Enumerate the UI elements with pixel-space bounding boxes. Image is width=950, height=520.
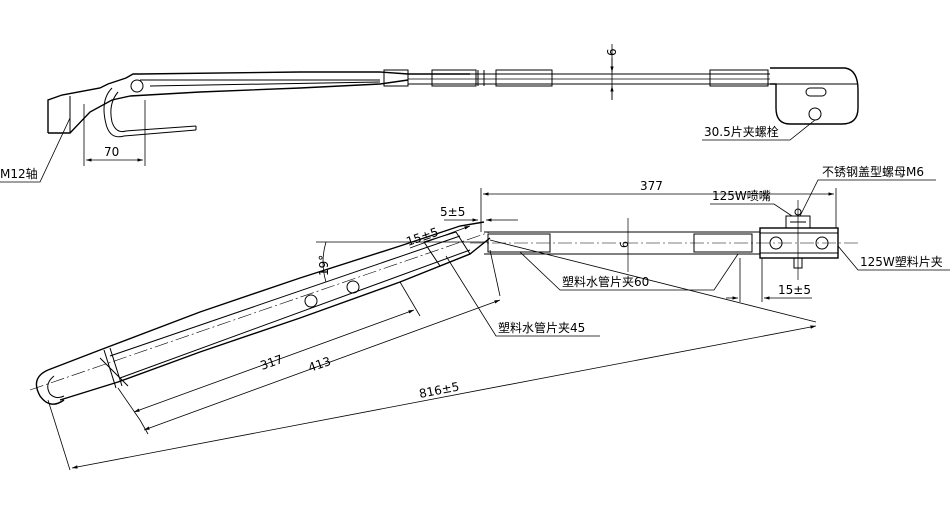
clamp-hole-left: [769, 236, 783, 250]
dim-19deg-label: 19°: [317, 255, 331, 276]
dim-317-label: 317: [258, 352, 284, 373]
clip-60-label: 塑料水管片夹60: [562, 274, 649, 289]
clip-125w-label: 125W塑料片夹: [860, 254, 943, 269]
dim-15pm5-a-label: 15±5: [404, 225, 440, 249]
nut-m6-label: 不锈钢盖型螺母M6: [822, 165, 924, 179]
clamp-hole-right: [815, 236, 829, 250]
lower-plan-view: 6 377 不锈钢盖型螺母M6 125W喷嘴 125W塑料片夹 5±5 15±5…: [29, 165, 950, 471]
upper-side-view: 6 70 M12轴 30.5片夹螺栓: [0, 44, 859, 183]
arm-hole-2: [346, 280, 360, 294]
nozzle-125w-label: 125W喷嘴: [712, 189, 771, 203]
arm-hole-1: [304, 294, 318, 308]
bolt-30-5-label: 30.5片夹螺栓: [704, 124, 779, 139]
dim-413-label: 413: [306, 354, 332, 375]
pivot-circle: [130, 79, 144, 93]
dim-15pm5-b-label: 15±5: [778, 283, 811, 297]
dim-70-label: 70: [104, 145, 119, 159]
dim-6-b-label: 6: [618, 241, 631, 248]
m12-shaft-label: M12轴: [0, 166, 38, 181]
bolt-head: [808, 107, 822, 121]
dim-377-label: 377: [640, 179, 663, 193]
dim-5pm5-label: 5±5: [440, 205, 465, 219]
clip-45-label: 塑料水管片夹45: [498, 320, 585, 335]
dim-6-label: 6: [605, 48, 619, 56]
